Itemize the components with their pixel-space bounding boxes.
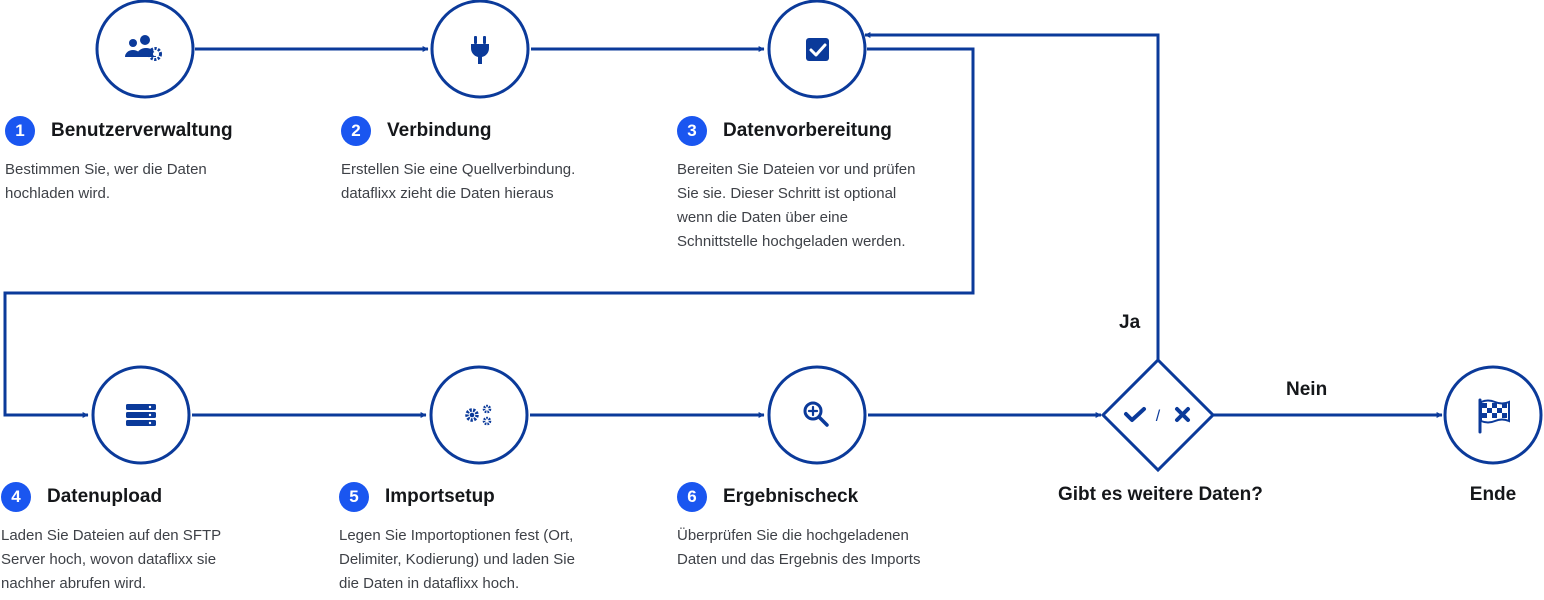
step-5: 5 Importsetup Legen Sie Importoptionen f… — [339, 482, 649, 596]
end-label: Ende — [1469, 484, 1517, 505]
decision-no-label: Nein — [1286, 379, 1328, 400]
step-2: 2 Verbindung Erstellen Sie eine Quellver… — [341, 116, 651, 206]
gears-icon — [465, 404, 492, 426]
step-description: Laden Sie Dateien auf den SFTP Server ho… — [1, 527, 222, 592]
connector-yes-loop — [864, 32, 1160, 360]
plug-icon — [470, 36, 490, 64]
decision-label: Gibt es weitere Daten? — [1058, 484, 1263, 505]
magnify-plus-icon — [803, 401, 829, 427]
users-gear-icon — [125, 35, 162, 61]
checkbox-icon — [806, 38, 829, 61]
step-title: Datenvorbereitung — [723, 120, 892, 141]
step-title: Verbindung — [387, 120, 492, 141]
connector-3-4 — [3, 47, 975, 418]
step-6-node — [767, 365, 867, 465]
step-number-badge: 4 — [1, 482, 31, 512]
step-description: Überprüfen Sie die hochgeladenen Daten u… — [677, 527, 921, 568]
step-number-badge: 5 — [339, 482, 369, 512]
decision-separator: / — [1156, 408, 1161, 425]
step-title: Importsetup — [385, 486, 495, 507]
step-5-node — [429, 365, 529, 465]
decision-yes-label: Ja — [1119, 312, 1141, 333]
step-4: 4 Datenupload Laden Sie Dateien auf den … — [1, 482, 311, 596]
step-number-badge: 3 — [677, 116, 707, 146]
step-number-badge: 2 — [341, 116, 371, 146]
step-number-badge: 1 — [5, 116, 35, 146]
decision-diamond — [1100, 357, 1216, 473]
step-description: Bestimmen Sie, wer die Daten hochladen w… — [5, 161, 207, 202]
step-title: Datenupload — [47, 486, 163, 507]
step-title: Ergebnischeck — [723, 486, 859, 507]
step-description: Legen Sie Importoptionen fest (Ort, Deli… — [339, 527, 575, 592]
step-6: 6 Ergebnischeck Überprüfen Sie die hochg… — [677, 482, 987, 572]
step-description: Bereiten Sie Dateien vor und prüfen Sie … — [677, 161, 916, 250]
step-3: 3 Datenvorbereitung Bereiten Sie Dateien… — [677, 116, 987, 254]
server-icon — [126, 404, 156, 426]
step-description: Erstellen Sie eine Quellverbindung. data… — [341, 161, 576, 202]
check-cross-icon: / — [1124, 407, 1190, 425]
step-title: Benutzerverwaltung — [51, 120, 233, 141]
step-1: 1 Benutzerverwaltung Bestimmen Sie, wer … — [5, 116, 315, 206]
step-number-badge: 6 — [677, 482, 707, 512]
checkered-flag-icon — [1478, 398, 1510, 434]
